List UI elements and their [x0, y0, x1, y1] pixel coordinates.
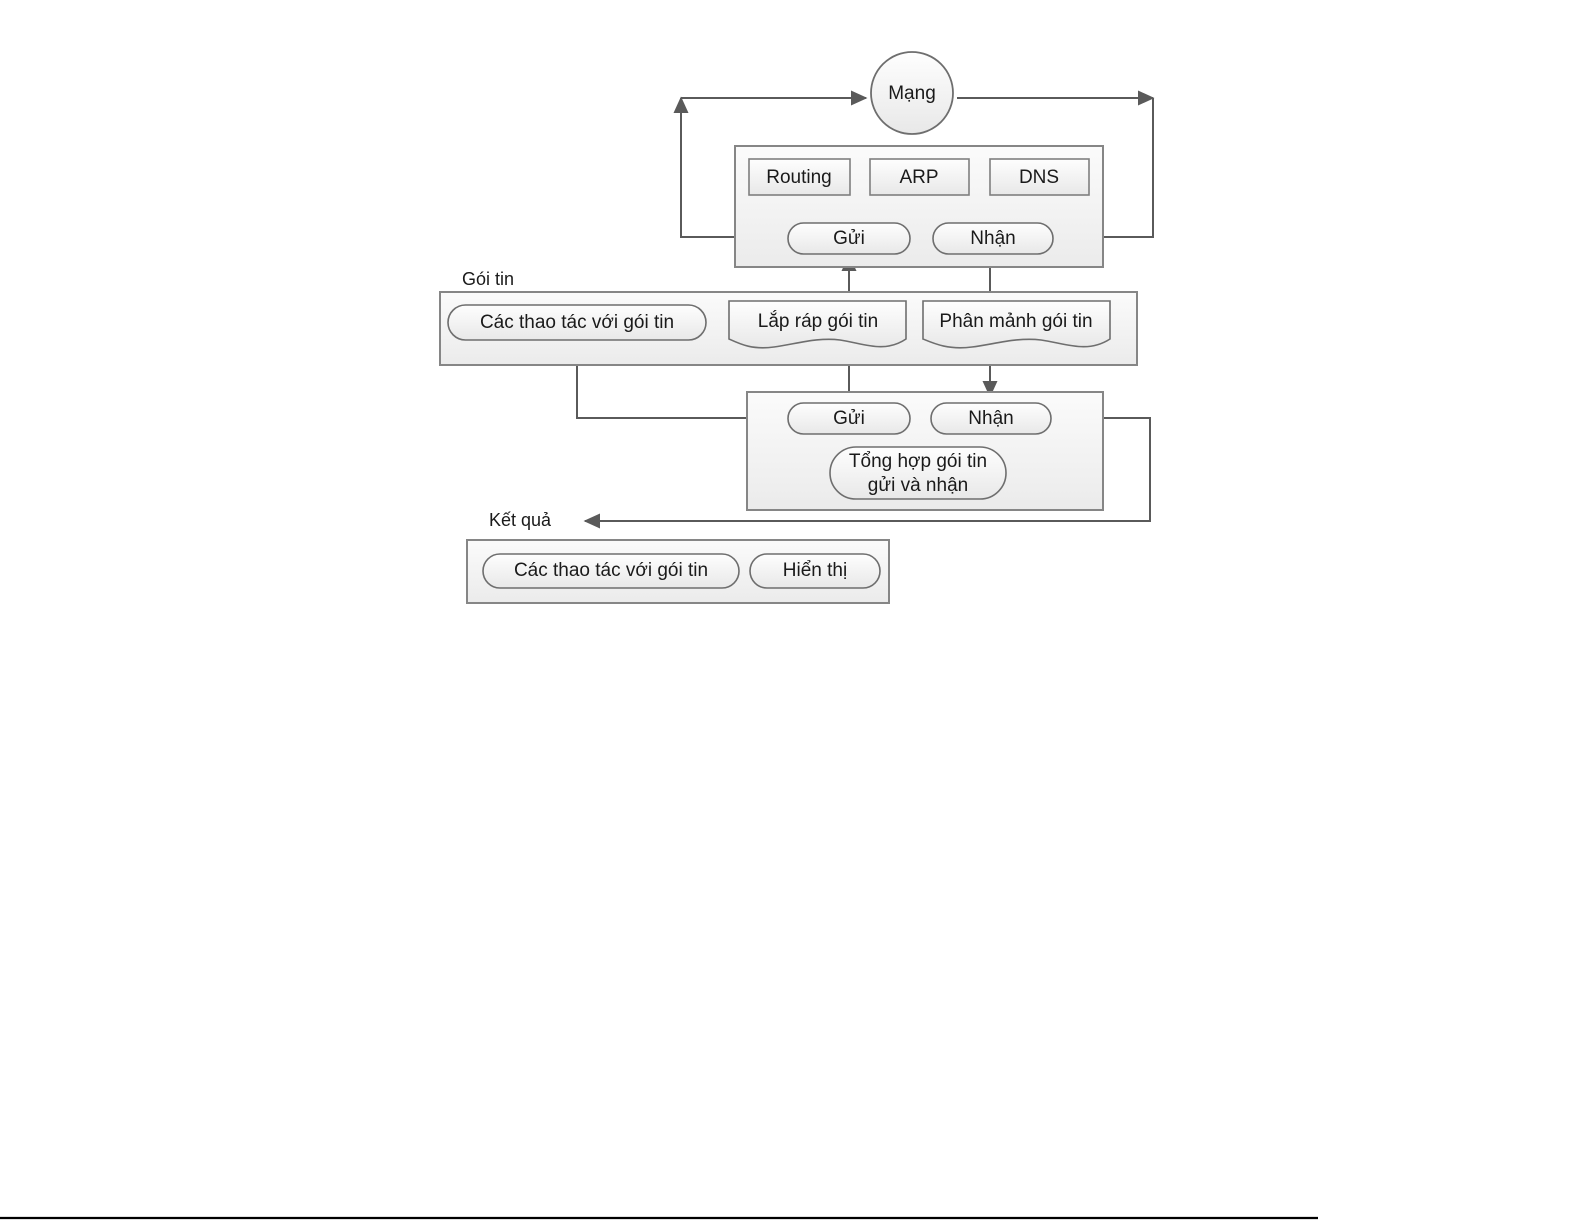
aggregate-receive-button[interactable]	[930, 402, 1052, 435]
result-group-label: Kết quả	[489, 510, 552, 530]
packet-group: Gói tin Các thao tác với gói tin Lắp ráp…	[439, 269, 1138, 366]
aggregate-send-label: Gửi	[833, 408, 865, 429]
network-send-button[interactable]	[787, 222, 911, 255]
routing-label: Routing	[766, 167, 832, 188]
network-circle-label: Mạng	[888, 83, 936, 104]
result-operations-label: Các thao tác với gói tin	[514, 560, 708, 581]
network-circle[interactable]	[870, 51, 954, 135]
dns-box[interactable]	[989, 158, 1090, 196]
packet-group-label: Gói tin	[462, 269, 514, 289]
network-send-label: Gửi	[833, 228, 865, 249]
dns-label: DNS	[1019, 167, 1059, 188]
aggregate-group: Gửi Nhận Tổng hợp gói tin gửi và nhận	[746, 391, 1104, 511]
result-group: Kết quả Các thao tác với gói tin Hiển th…	[466, 510, 890, 604]
arp-box[interactable]	[869, 158, 970, 196]
aggregate-summary-button[interactable]	[829, 446, 1007, 500]
result-display-button[interactable]	[749, 553, 881, 589]
packet-operations-button[interactable]	[447, 304, 707, 341]
network-group: Routing ARP DNS Gửi Nhận	[734, 145, 1104, 268]
packet-assemble-document[interactable]	[728, 300, 907, 349]
network-receive-label: Nhận	[970, 228, 1015, 249]
result-display-label: Hiển thị	[783, 560, 847, 581]
aggregate-send-button[interactable]	[787, 402, 911, 435]
arp-label: ARP	[899, 167, 938, 188]
packet-fragment-document[interactable]	[922, 300, 1111, 349]
aggregate-summary-line2: gửi và nhận	[868, 475, 968, 496]
packet-operations-label: Các thao tác với gói tin	[480, 312, 674, 333]
routing-box[interactable]	[748, 158, 851, 196]
packet-fragment-label: Phân mảnh gói tin	[939, 311, 1092, 332]
aggregate-summary-line1: Tổng hợp gói tin	[849, 451, 987, 472]
packet-assemble-label: Lắp ráp gói tin	[758, 310, 878, 332]
aggregate-receive-label: Nhận	[968, 408, 1013, 429]
result-operations-button[interactable]	[482, 553, 740, 589]
network-node[interactable]: Mạng	[870, 51, 954, 135]
network-receive-button[interactable]	[932, 222, 1054, 255]
